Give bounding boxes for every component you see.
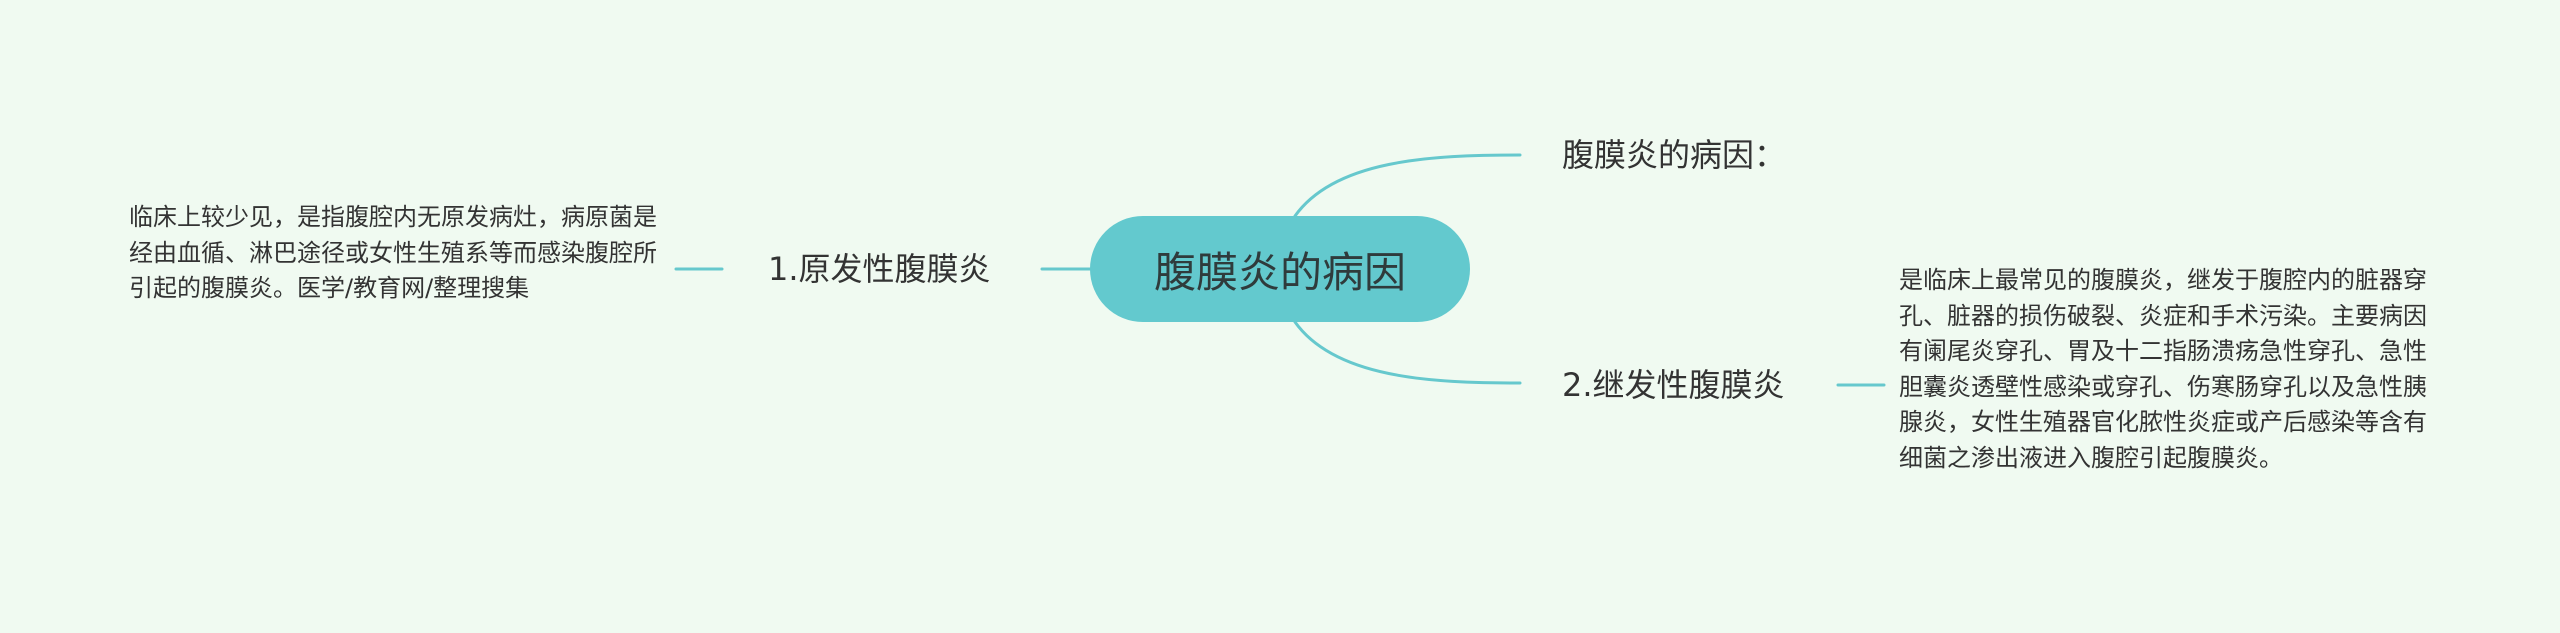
primary-detail-text: 临床上较少见，是指腹腔内无原发病灶，病原菌是经由血循、淋巴途径或女性生殖系等而感… [129, 203, 657, 302]
connector-to-secondary [1293, 320, 1522, 385]
primary-peritonitis-node[interactable]: 1.原发性腹膜炎 [768, 249, 991, 289]
secondary-peritonitis-node[interactable]: 2.继发性腹膜炎 [1562, 365, 1785, 405]
primary-peritonitis-label: 1.原发性腹膜炎 [768, 250, 991, 288]
causes-heading-node[interactable]: 腹膜炎的病因： [1562, 135, 1786, 175]
secondary-detail-text: 是临床上最常见的腹膜炎，继发于腹腔内的脏器穿孔、脏器的损伤破裂、炎症和手术污染。… [1899, 266, 2427, 472]
connector-to-causes-heading [1293, 153, 1522, 218]
secondary-peritonitis-label: 2.继发性腹膜炎 [1562, 366, 1785, 404]
central-topic-node[interactable]: 腹膜炎的病因 [1090, 216, 1470, 322]
primary-detail-node[interactable]: 临床上较少见，是指腹腔内无原发病灶，病原菌是经由血循、淋巴途径或女性生殖系等而感… [129, 200, 669, 307]
central-topic-label: 腹膜炎的病因 [1153, 247, 1406, 297]
causes-heading-label: 腹膜炎的病因： [1562, 136, 1787, 174]
secondary-detail-node[interactable]: 是临床上最常见的腹膜炎，继发于腹腔内的脏器穿孔、脏器的损伤破裂、炎症和手术污染。… [1899, 263, 2439, 476]
